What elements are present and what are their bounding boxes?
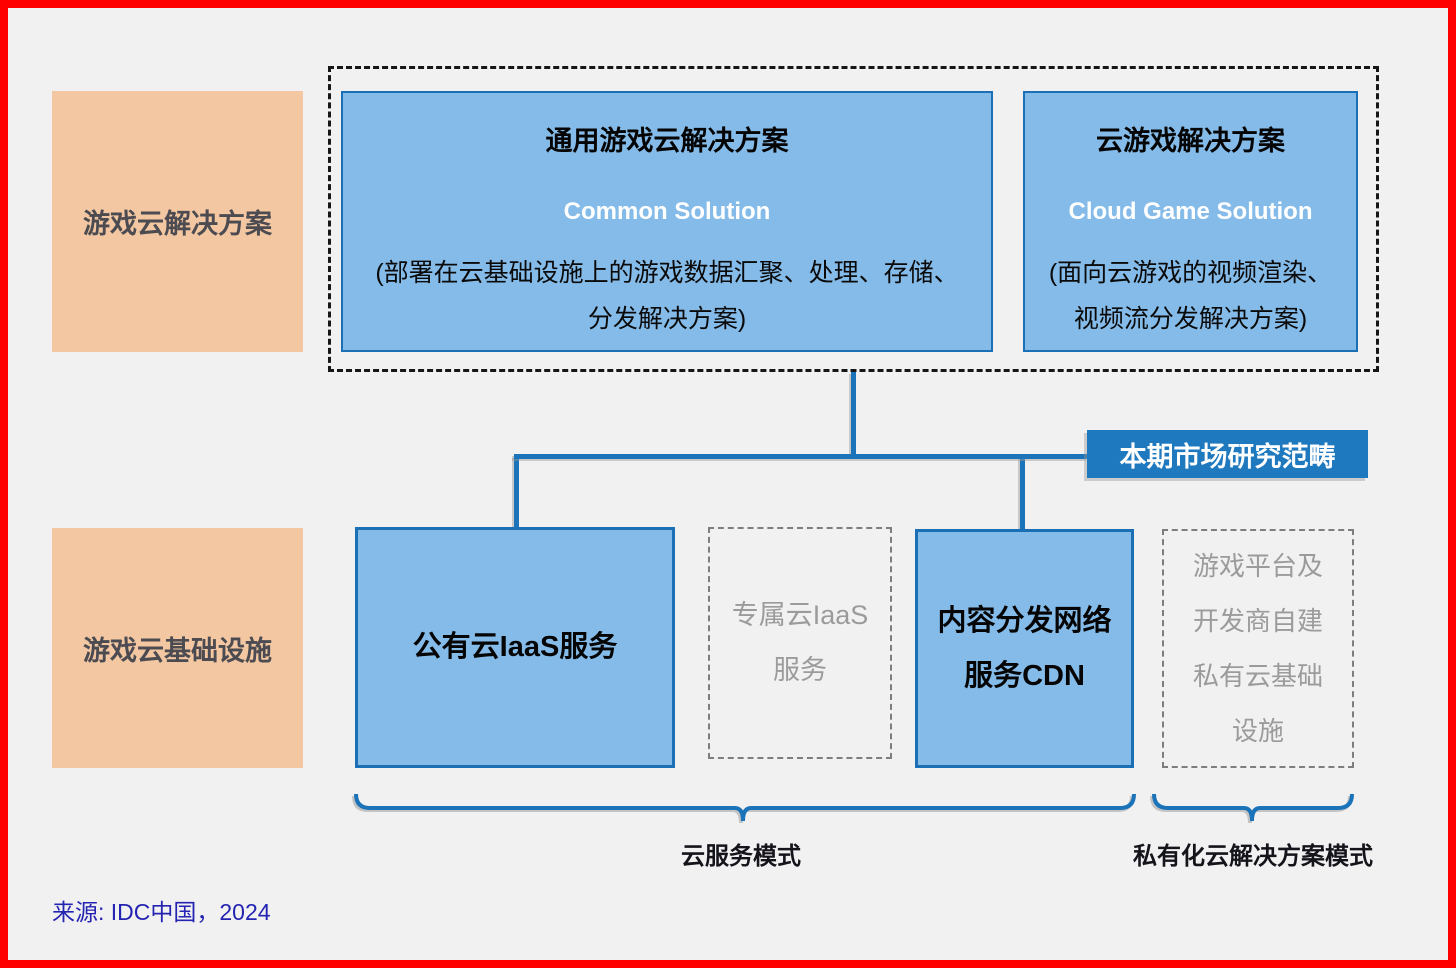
common-solution-desc-line2: 分发解决方案)	[587, 305, 747, 333]
row-label-game-cloud-solutions: 游戏云解决方案	[52, 91, 303, 352]
private-cloud-line3: 私有云基础	[1192, 660, 1323, 691]
cloud-game-solution-description: (面向云游戏的视频渲染、 视频流分发解决方案)	[1049, 250, 1332, 342]
row-label-game-cloud-infrastructure: 游戏云基础设施	[52, 528, 303, 768]
private-cloud-box: 游戏平台及 开发商自建 私有云基础 设施	[1162, 529, 1354, 768]
public-iaas-box: 公有云IaaS服务	[355, 527, 675, 768]
private-cloud-line4: 设施	[1231, 715, 1284, 746]
public-iaas-label: 公有云IaaS服务	[412, 631, 618, 663]
brace-cloud-service-mode	[354, 793, 1136, 822]
connector-drop-to-public-iaas	[514, 456, 519, 530]
cloud-game-solution-title: 云游戏解决方案	[1096, 126, 1285, 156]
brace-private-cloud-mode	[1152, 793, 1354, 822]
cdn-box: 内容分发网络 服务CDN	[915, 529, 1134, 768]
private-cloud-line1: 游戏平台及	[1192, 550, 1323, 581]
scope-label-text: 本期市场研究范畴	[1119, 441, 1336, 472]
cloud-game-solution-box: 云游戏解决方案 Cloud Game Solution (面向云游戏的视频渲染、…	[1023, 91, 1358, 352]
dedicated-iaas-line2: 服务	[773, 655, 827, 685]
common-solution-desc-line1: (部署在云基础设施上的游戏数据汇聚、处理、存储、	[375, 259, 959, 287]
cloud-game-solution-subtitle: Cloud Game Solution	[1068, 198, 1313, 225]
cloud-service-mode-label: 云服务模式	[681, 843, 801, 870]
row-label-game-cloud-infrastructure-text: 游戏云基础设施	[83, 635, 272, 666]
connector-vertical-from-scope	[851, 372, 856, 456]
common-solution-subtitle: Common Solution	[563, 198, 771, 225]
row-label-game-cloud-solutions-text: 游戏云解决方案	[83, 209, 272, 239]
common-solution-description: (部署在云基础设施上的游戏数据汇聚、处理、存储、 分发解决方案)	[375, 250, 958, 342]
private-cloud-line2: 开发商自建	[1192, 605, 1323, 636]
connector-horizontal-main	[514, 454, 1088, 459]
cdn-line2: 服务CDN	[964, 659, 1085, 692]
cdn-line1: 内容分发网络	[937, 604, 1112, 637]
common-solution-title: 通用游戏云解决方案	[545, 126, 789, 156]
dedicated-iaas-box: 专属云IaaS 服务	[708, 527, 892, 759]
dedicated-iaas-line1: 专属云IaaS	[731, 600, 869, 630]
source-note: 来源: IDC中国，2024	[52, 899, 271, 925]
private-cloud-mode-label: 私有化云解决方案模式	[1133, 843, 1373, 870]
research-scope-dashed-box	[328, 66, 1379, 372]
common-solution-box: 通用游戏云解决方案 Common Solution (部署在云基础设施上的游戏数…	[341, 91, 993, 352]
scope-label: 本期市场研究范畴	[1087, 430, 1368, 478]
cloud-game-desc-line2: 视频流分发解决方案)	[1073, 305, 1308, 333]
cloud-game-desc-line1: (面向云游戏的视频渲染、	[1048, 259, 1333, 287]
connector-drop-to-cdn	[1020, 456, 1025, 532]
